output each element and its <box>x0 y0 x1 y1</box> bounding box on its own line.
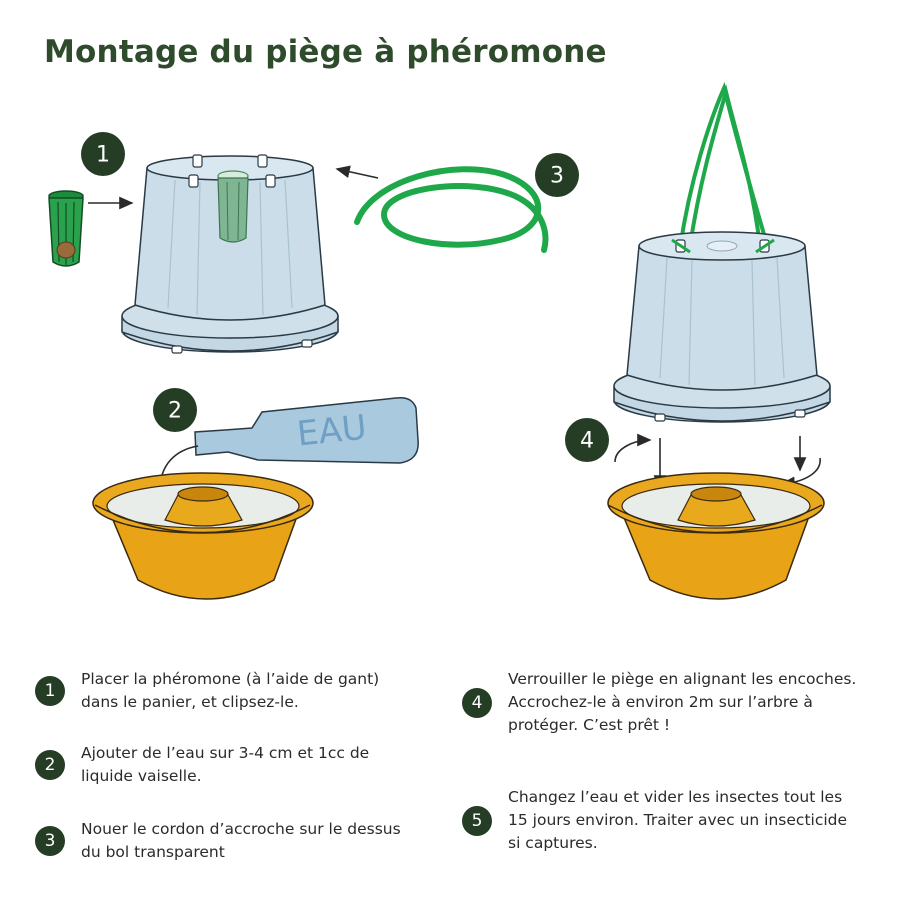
bottle-label: EAU <box>295 408 368 455</box>
step-5: 5 Changez l’eau et vider les insectes to… <box>462 786 862 855</box>
assembly-illustration: 1 3 EAU 2 <box>48 81 831 600</box>
step-badge-3 <box>535 153 579 197</box>
step-badge-2-label: 2 <box>168 399 182 424</box>
step-5-text: Changez l’eau et vider les insectes tout… <box>508 788 848 852</box>
step-2: 2 Ajouter de l’eau sur 3-4 cm et 1cc de … <box>35 742 415 788</box>
step-4: 4 Verrouiller le piège en alignant les e… <box>462 668 862 737</box>
hanging-cord <box>354 166 549 253</box>
step-1-number: 1 <box>35 676 65 706</box>
step-2-number: 2 <box>35 750 65 780</box>
step-1: 1 Placer la phéromone (à l’aide de gant)… <box>35 668 415 714</box>
step-3-text: Nouer le cordon d’accroche sur le dessus… <box>81 820 401 861</box>
step-3: 3 Nouer le cordon d’accroche sur le dess… <box>35 818 415 864</box>
step-1-text: Placer la phéromone (à l’aide de gant) d… <box>81 670 380 711</box>
page-title: Montage du piège à phéromone <box>44 34 607 70</box>
transparent-dome-1 <box>121 154 339 354</box>
transparent-dome-2 <box>613 231 831 423</box>
cord-loop-top <box>678 81 770 250</box>
inner-basket <box>217 170 249 243</box>
step-badge-4 <box>565 418 609 462</box>
pheromone-basket <box>48 190 84 267</box>
water-bottle: EAU <box>194 396 419 464</box>
yellow-bowl-2 <box>607 472 825 600</box>
step-2-text: Ajouter de l’eau sur 3-4 cm et 1cc de li… <box>81 744 370 785</box>
step-badge-1 <box>81 132 125 176</box>
step-4-number: 4 <box>462 687 492 718</box>
step-badge-4-label: 4 <box>580 429 594 454</box>
yellow-bowl-1 <box>92 472 314 600</box>
step-5-number: 5 <box>462 805 492 836</box>
step-badge-2 <box>153 388 197 432</box>
step-4-text: Verrouiller le piège en alignant les enc… <box>508 670 857 734</box>
step-badge-1-label: 1 <box>96 143 110 168</box>
step-3-number: 3 <box>35 826 65 856</box>
step-badge-3-label: 3 <box>550 164 564 189</box>
